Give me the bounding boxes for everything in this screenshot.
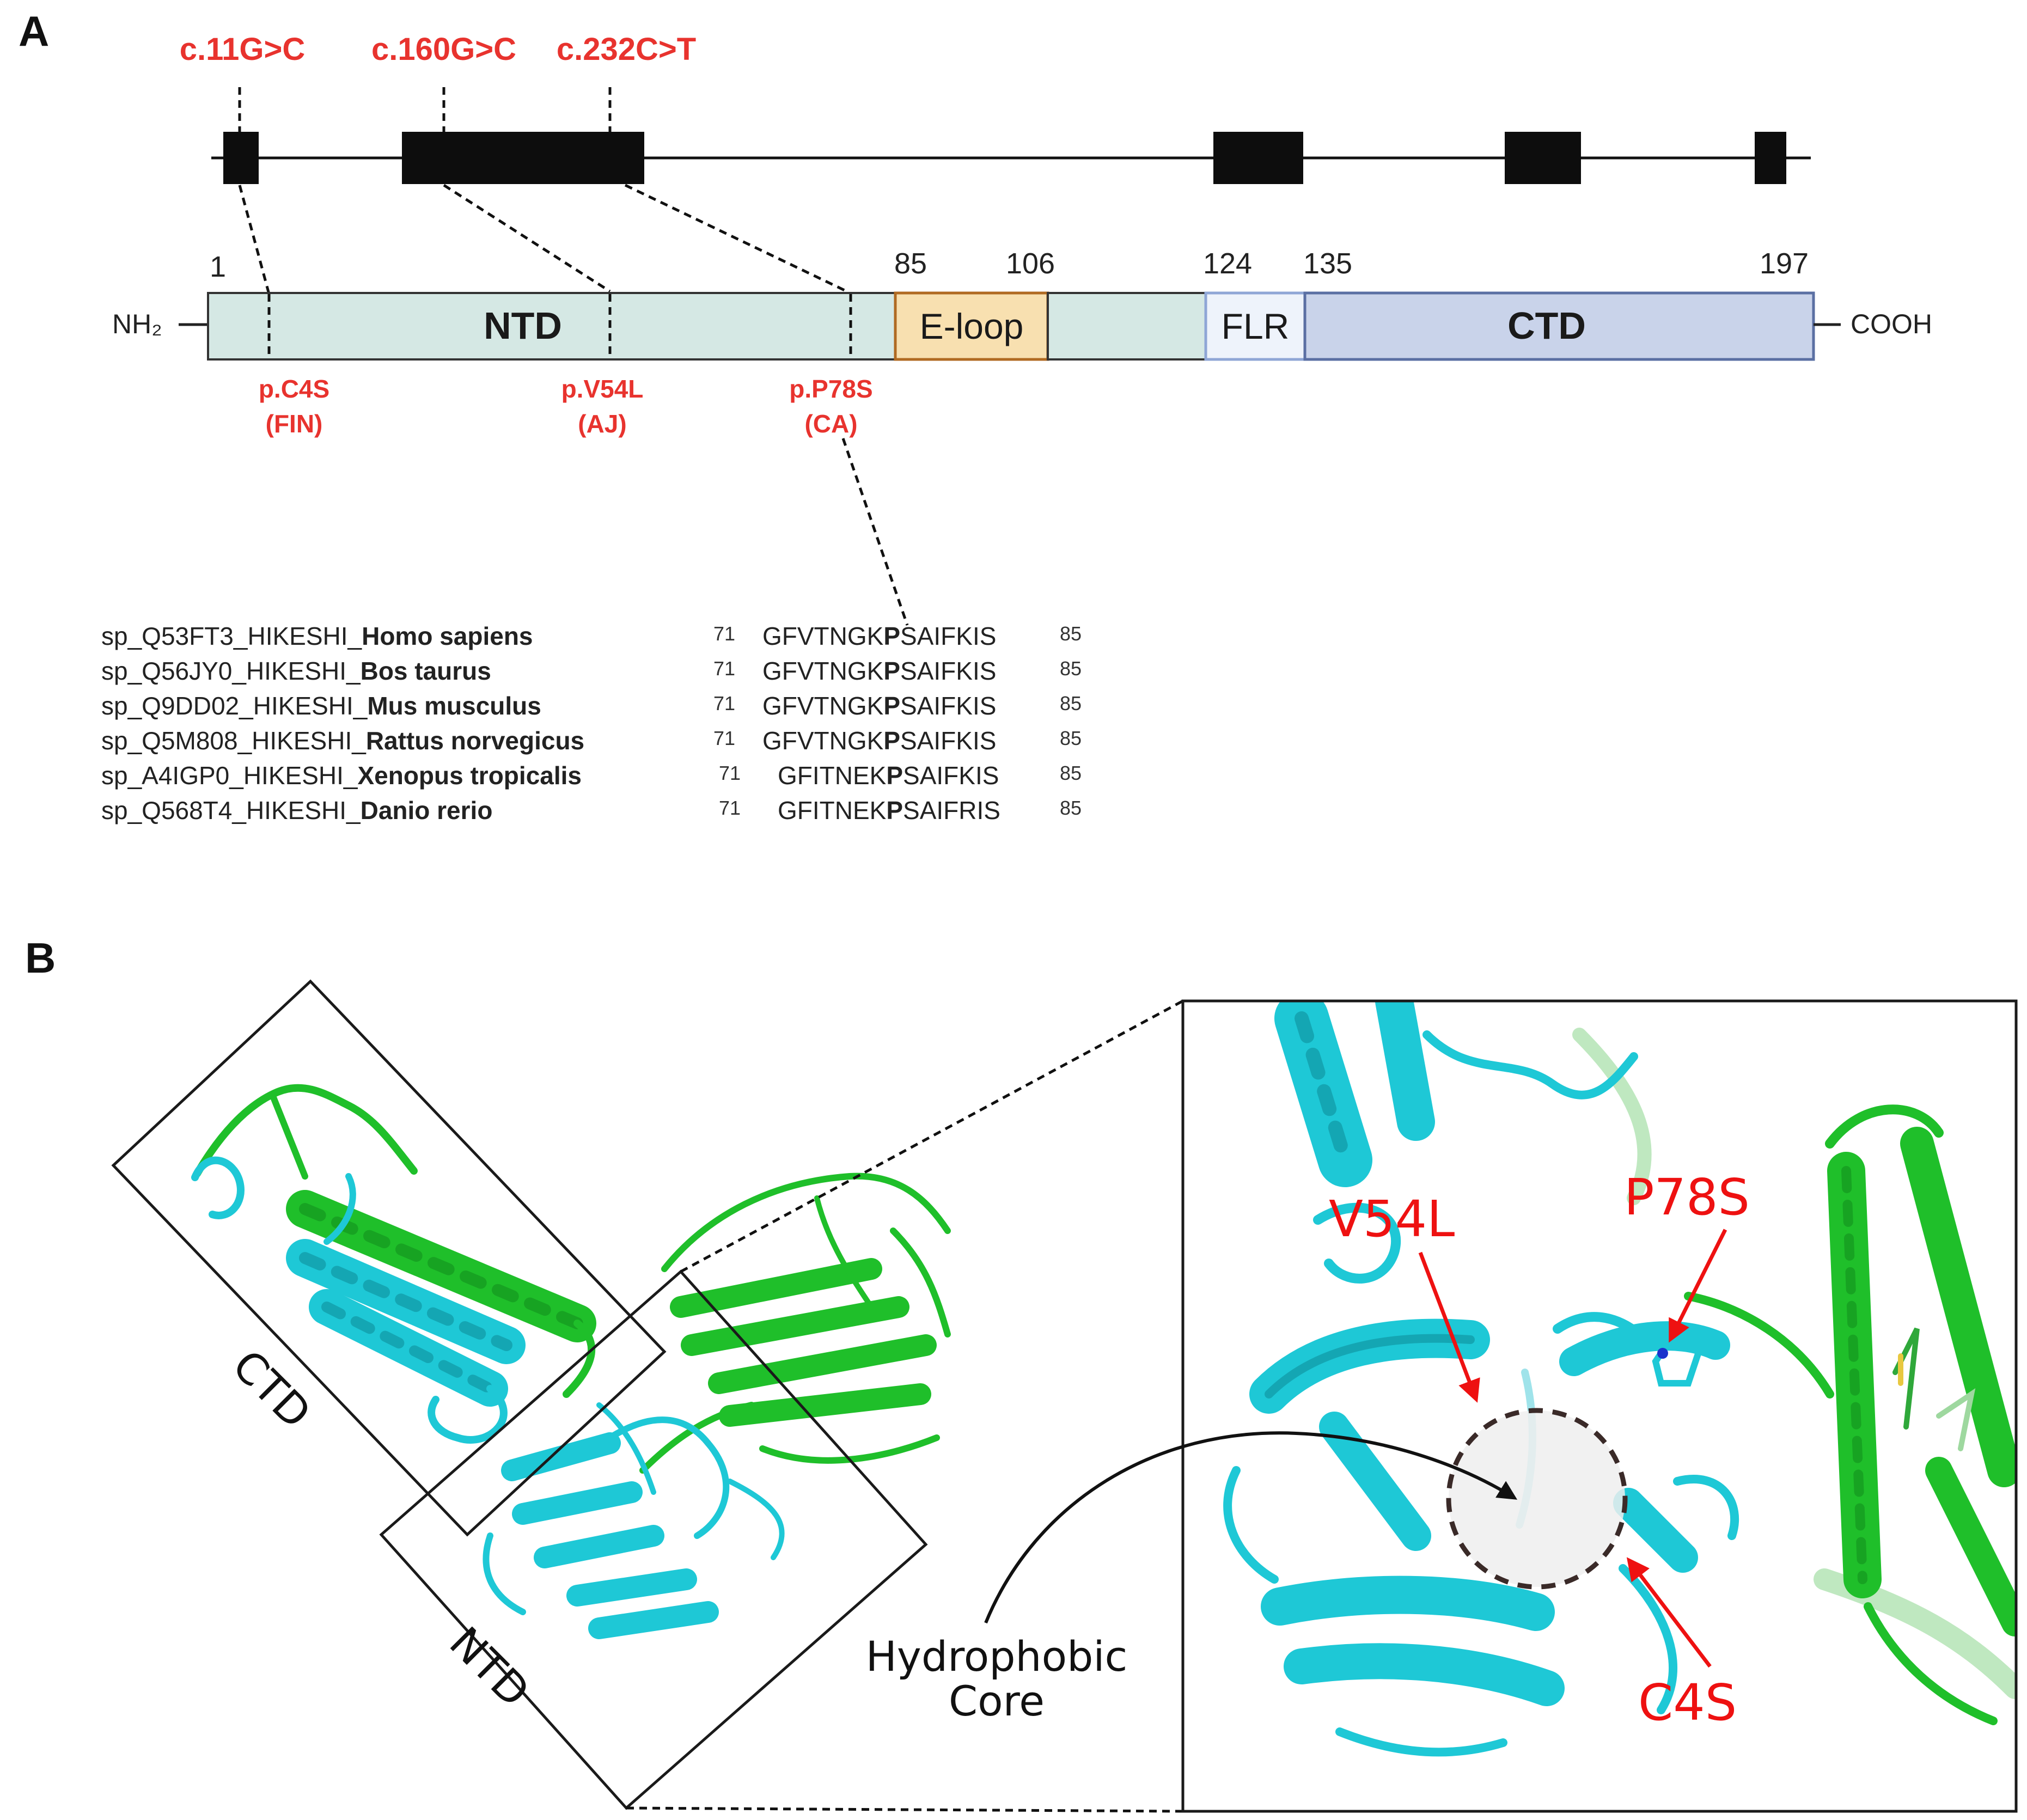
- svg-text:GFVTNGKPSAIFKIS: GFVTNGKPSAIFKIS: [762, 622, 996, 650]
- exon-3: [1213, 132, 1303, 184]
- protein-domain-map: NH₂ COOH NTD E-loop FLR CTD: [112, 291, 1932, 361]
- protein-mutation-population: (CA): [804, 410, 857, 438]
- alignment-row: sp_A4IGP0_HIKESHI_Xenopus tropicalis 71 …: [101, 761, 1082, 790]
- protein-mutation-population: (AJ): [578, 410, 626, 438]
- n-terminus-label: NH₂: [112, 309, 162, 339]
- ntd-region-label: NTD: [440, 1618, 539, 1717]
- cdna-mutation-ticks: [238, 87, 612, 132]
- protein-mutation-label: p.C4S: [259, 375, 329, 403]
- hydrophobic-core-label: Hydrophobic: [866, 1632, 1128, 1681]
- protein-mutation-labels: p.C4S (FIN) p.V54L (AJ) p.P78S (CA): [259, 375, 873, 438]
- svg-text:GFVTNGKPSAIFKIS: GFVTNGKPSAIFKIS: [762, 692, 996, 720]
- svg-text:71: 71: [713, 727, 735, 749]
- c-terminus-label: COOH: [1851, 309, 1932, 339]
- position-label: 124: [1203, 247, 1252, 280]
- exon-2: [402, 132, 644, 184]
- cdna-mutation-label: c.232C>T: [557, 32, 696, 67]
- domain-ctd-label: CTD: [1507, 304, 1586, 347]
- svg-text:sp_Q53FT3_HIKESHI_Homo sapiens: sp_Q53FT3_HIKESHI_Homo sapiens: [101, 622, 533, 650]
- svg-text:GFVTNGKPSAIFKIS: GFVTNGKPSAIFKIS: [762, 726, 996, 755]
- svg-text:71: 71: [719, 797, 741, 819]
- svg-text:71: 71: [713, 657, 735, 680]
- svg-text:GFITNEKPSAIFRIS: GFITNEKPSAIFRIS: [778, 796, 1000, 825]
- p78s-arrow: [1669, 1229, 1727, 1343]
- exon-1: [223, 132, 259, 184]
- svg-text:85: 85: [1060, 762, 1082, 784]
- position-label: 135: [1303, 247, 1352, 280]
- svg-text:85: 85: [1060, 622, 1082, 645]
- svg-text:sp_A4IGP0_HIKESHI_Xenopus trop: sp_A4IGP0_HIKESHI_Xenopus tropicalis: [101, 761, 582, 790]
- alignment-row: sp_Q9DD02_HIKESHI_Mus musculus 71 GFVTNG…: [101, 692, 1082, 720]
- chain-a-ribbons: [191, 1156, 785, 1639]
- cdna-mutation-label: c.160G>C: [371, 32, 516, 67]
- alignment-row: sp_Q53FT3_HIKESHI_Homo sapiens 71 GFVTNG…: [101, 622, 1082, 650]
- protein-mutation-label: p.P78S: [789, 375, 872, 403]
- svg-text:sp_Q9DD02_HIKESHI_Mus musculus: sp_Q9DD02_HIKESHI_Mus musculus: [101, 692, 541, 720]
- panel-label-b: B: [25, 934, 56, 982]
- domain-eloop: [894, 291, 1049, 361]
- cdna-mutation-labels: c.11G>C c.160G>C c.232C>T: [180, 32, 696, 67]
- svg-text:85: 85: [1060, 727, 1082, 749]
- zoom-connectors: [626, 999, 1184, 1813]
- alignment-row: sp_Q568T4_HIKESHI_Danio rerio 71 GFITNEK…: [101, 796, 1082, 825]
- hydrophobic-core-arrow: [984, 1431, 1518, 1624]
- v54l-arrow: [1418, 1251, 1480, 1403]
- ctd-region-box: [111, 979, 667, 1537]
- chain-b-ribbons: [193, 1084, 951, 1474]
- alignment-link-line: [841, 438, 909, 626]
- c4s-arrow: [1626, 1557, 1712, 1668]
- zoom-panel: V54L P78S C4S Hydrophobic Core: [866, 999, 2018, 1813]
- cdna-mutation-label: c.11G>C: [180, 32, 306, 67]
- svg-text:GFVTNGKPSAIFKIS: GFVTNGKPSAIFKIS: [762, 657, 996, 685]
- position-label: 1: [210, 251, 226, 283]
- sequence-alignment: sp_Q53FT3_HIKESHI_Homo sapiens 71 GFVTNG…: [101, 622, 1082, 825]
- exon-4: [1505, 132, 1581, 184]
- ntd-region-box: [379, 1269, 928, 1810]
- svg-text:85: 85: [1060, 657, 1082, 680]
- position-label: 106: [1006, 247, 1055, 280]
- svg-text:71: 71: [719, 762, 741, 784]
- svg-text:sp_Q5M808_HIKESHI_Rattus norve: sp_Q5M808_HIKESHI_Rattus norvegicus: [101, 726, 584, 755]
- exon-protein-mapping: [238, 184, 848, 295]
- svg-text:71: 71: [713, 622, 735, 645]
- domain-flr: [1204, 291, 1306, 361]
- exon-5: [1755, 132, 1786, 184]
- zoom-mutation-label-c4s: C4S: [1638, 1674, 1737, 1732]
- domain-eloop-label: E-loop: [920, 306, 1024, 346]
- position-label: 85: [894, 247, 927, 280]
- alignment-row: sp_Q5M808_HIKESHI_Rattus norvegicus 71 G…: [101, 726, 1082, 755]
- svg-text:85: 85: [1060, 797, 1082, 819]
- zoom-mutation-label-p78s: P78S: [1624, 1168, 1750, 1226]
- svg-text:71: 71: [713, 692, 735, 714]
- domain-ctd: [1303, 291, 1815, 361]
- protein-mutation-population: (FIN): [266, 410, 323, 438]
- ctd-region-label: CTD: [223, 1341, 320, 1438]
- svg-text:sp_Q56JY0_HIKESHI_Bos taurus: sp_Q56JY0_HIKESHI_Bos taurus: [101, 657, 491, 685]
- position-label: 197: [1760, 247, 1809, 280]
- panel-label-a: A: [19, 7, 49, 55]
- gene-structure: [211, 132, 1811, 184]
- svg-text:85: 85: [1060, 692, 1082, 714]
- domain-ntd-label: NTD: [484, 304, 562, 347]
- domain-linker: [1047, 292, 1207, 361]
- alignment-row: sp_Q56JY0_HIKESHI_Bos taurus 71 GFVTNGKP…: [101, 657, 1082, 685]
- domain-flr-label: FLR: [1222, 306, 1290, 346]
- domain-ntd: [207, 292, 896, 361]
- hydrophobic-core-marker: [1446, 1408, 1628, 1590]
- zoom-mutation-label-v54l: V54L: [1329, 1190, 1455, 1248]
- protein-structure-overview: CTD NTD: [111, 979, 951, 1810]
- svg-text:sp_Q568T4_HIKESHI_Danio rerio: sp_Q568T4_HIKESHI_Danio rerio: [101, 796, 492, 825]
- protein-mutation-label: p.V54L: [561, 375, 644, 403]
- hydrophobic-core-label-line2: Core: [949, 1677, 1045, 1725]
- svg-text:GFITNEKPSAIFKIS: GFITNEKPSAIFKIS: [778, 761, 999, 790]
- residue-positions: 1 85 106 124 135 197: [210, 247, 1809, 283]
